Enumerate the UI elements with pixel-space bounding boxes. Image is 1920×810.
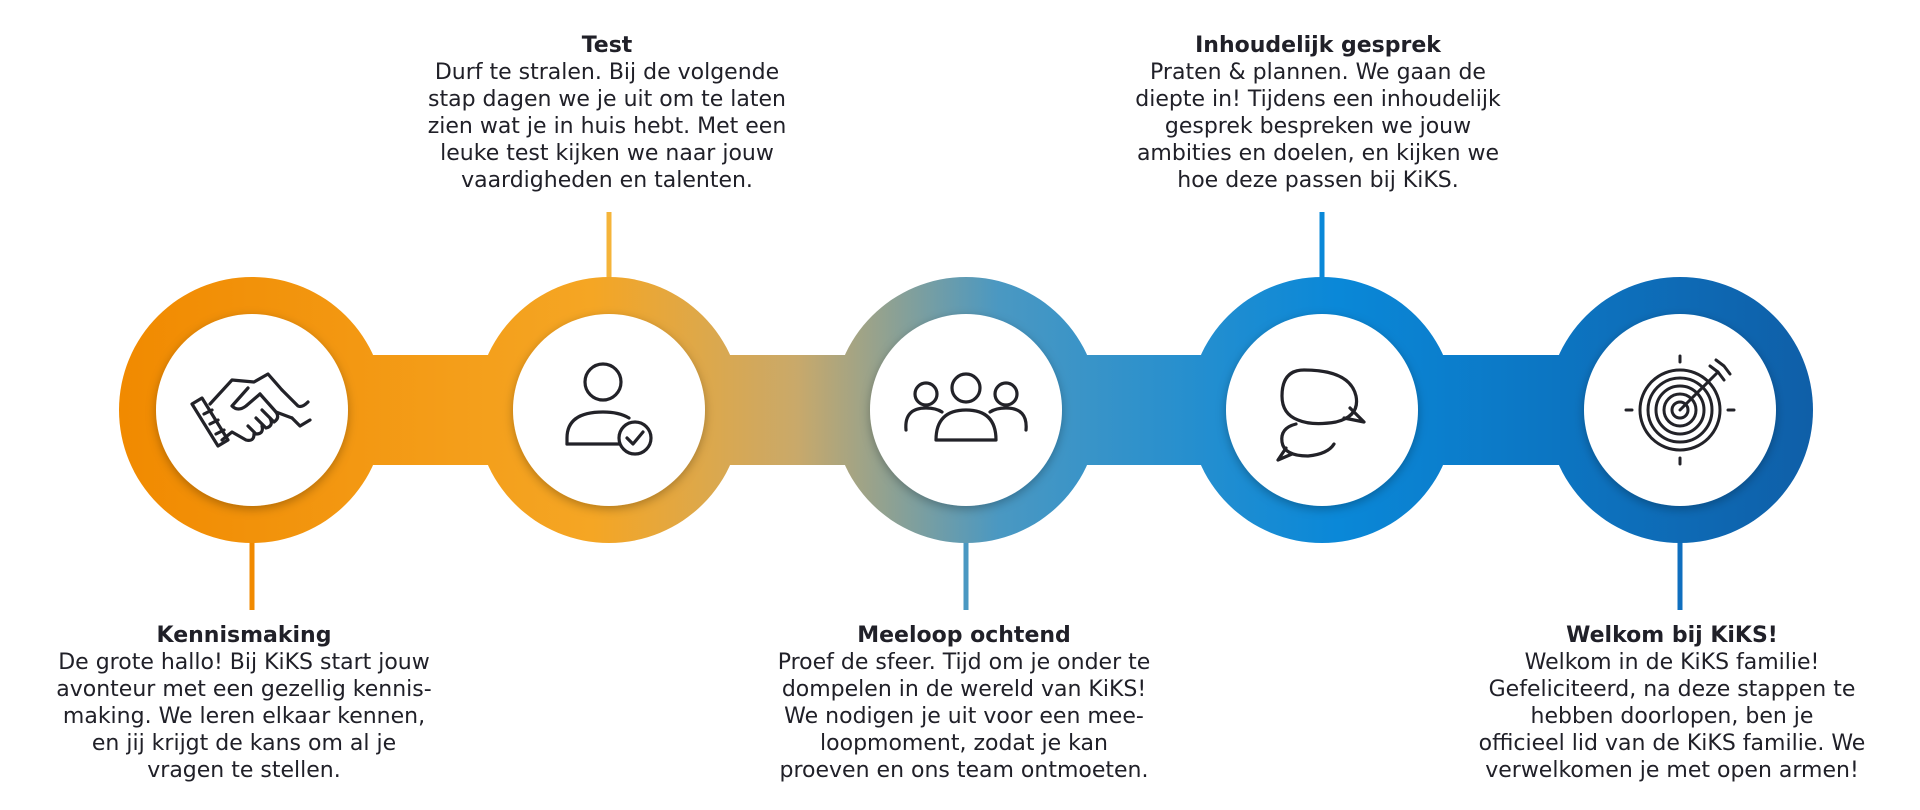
group-icon — [904, 372, 1028, 442]
step-welkom: Welkom bij KiKS! Welkom in de KiKS famil… — [1462, 622, 1882, 784]
step-meeloop-ochtend: Meeloop ochtend Proef de sfeer. Tijd om … — [754, 622, 1174, 784]
chat-bubbles-icon — [1276, 368, 1366, 462]
handshake-icon — [190, 372, 312, 448]
step-inhoudelijk-gesprek: Inhoudelijk gesprek Praten & plannen. We… — [1108, 32, 1528, 194]
step-title: Test — [581, 33, 633, 58]
step-title: Kennismaking — [156, 623, 332, 648]
target-icon — [1624, 354, 1736, 466]
step-circle-1 — [156, 314, 348, 506]
step-test: Test Durf te stralen. Bij de volgende st… — [397, 32, 817, 194]
step-description: Durf te stralen. Bij de volgende stap da… — [427, 60, 787, 193]
step-circle-4 — [1226, 314, 1418, 506]
user-check-icon — [565, 362, 653, 456]
step-description: Praten & plannen. We gaan de diepte in! … — [1135, 60, 1501, 193]
step-description: Welkom in de KiKS familie! Gefeliciteerd… — [1478, 650, 1866, 783]
step-title: Inhoudelijk gesprek — [1195, 33, 1441, 58]
step-circle-2 — [513, 314, 705, 506]
step-description: De grote hallo! Bij KiKS start jouw avon… — [56, 650, 432, 783]
step-kennismaking: Kennismaking De grote hallo! Bij KiKS st… — [34, 622, 454, 784]
step-title: Meeloop ochtend — [857, 623, 1071, 648]
step-description: Proef de sfeer. Tijd om je onder te domp… — [777, 650, 1151, 783]
step-title: Welkom bij KiKS! — [1566, 623, 1778, 648]
